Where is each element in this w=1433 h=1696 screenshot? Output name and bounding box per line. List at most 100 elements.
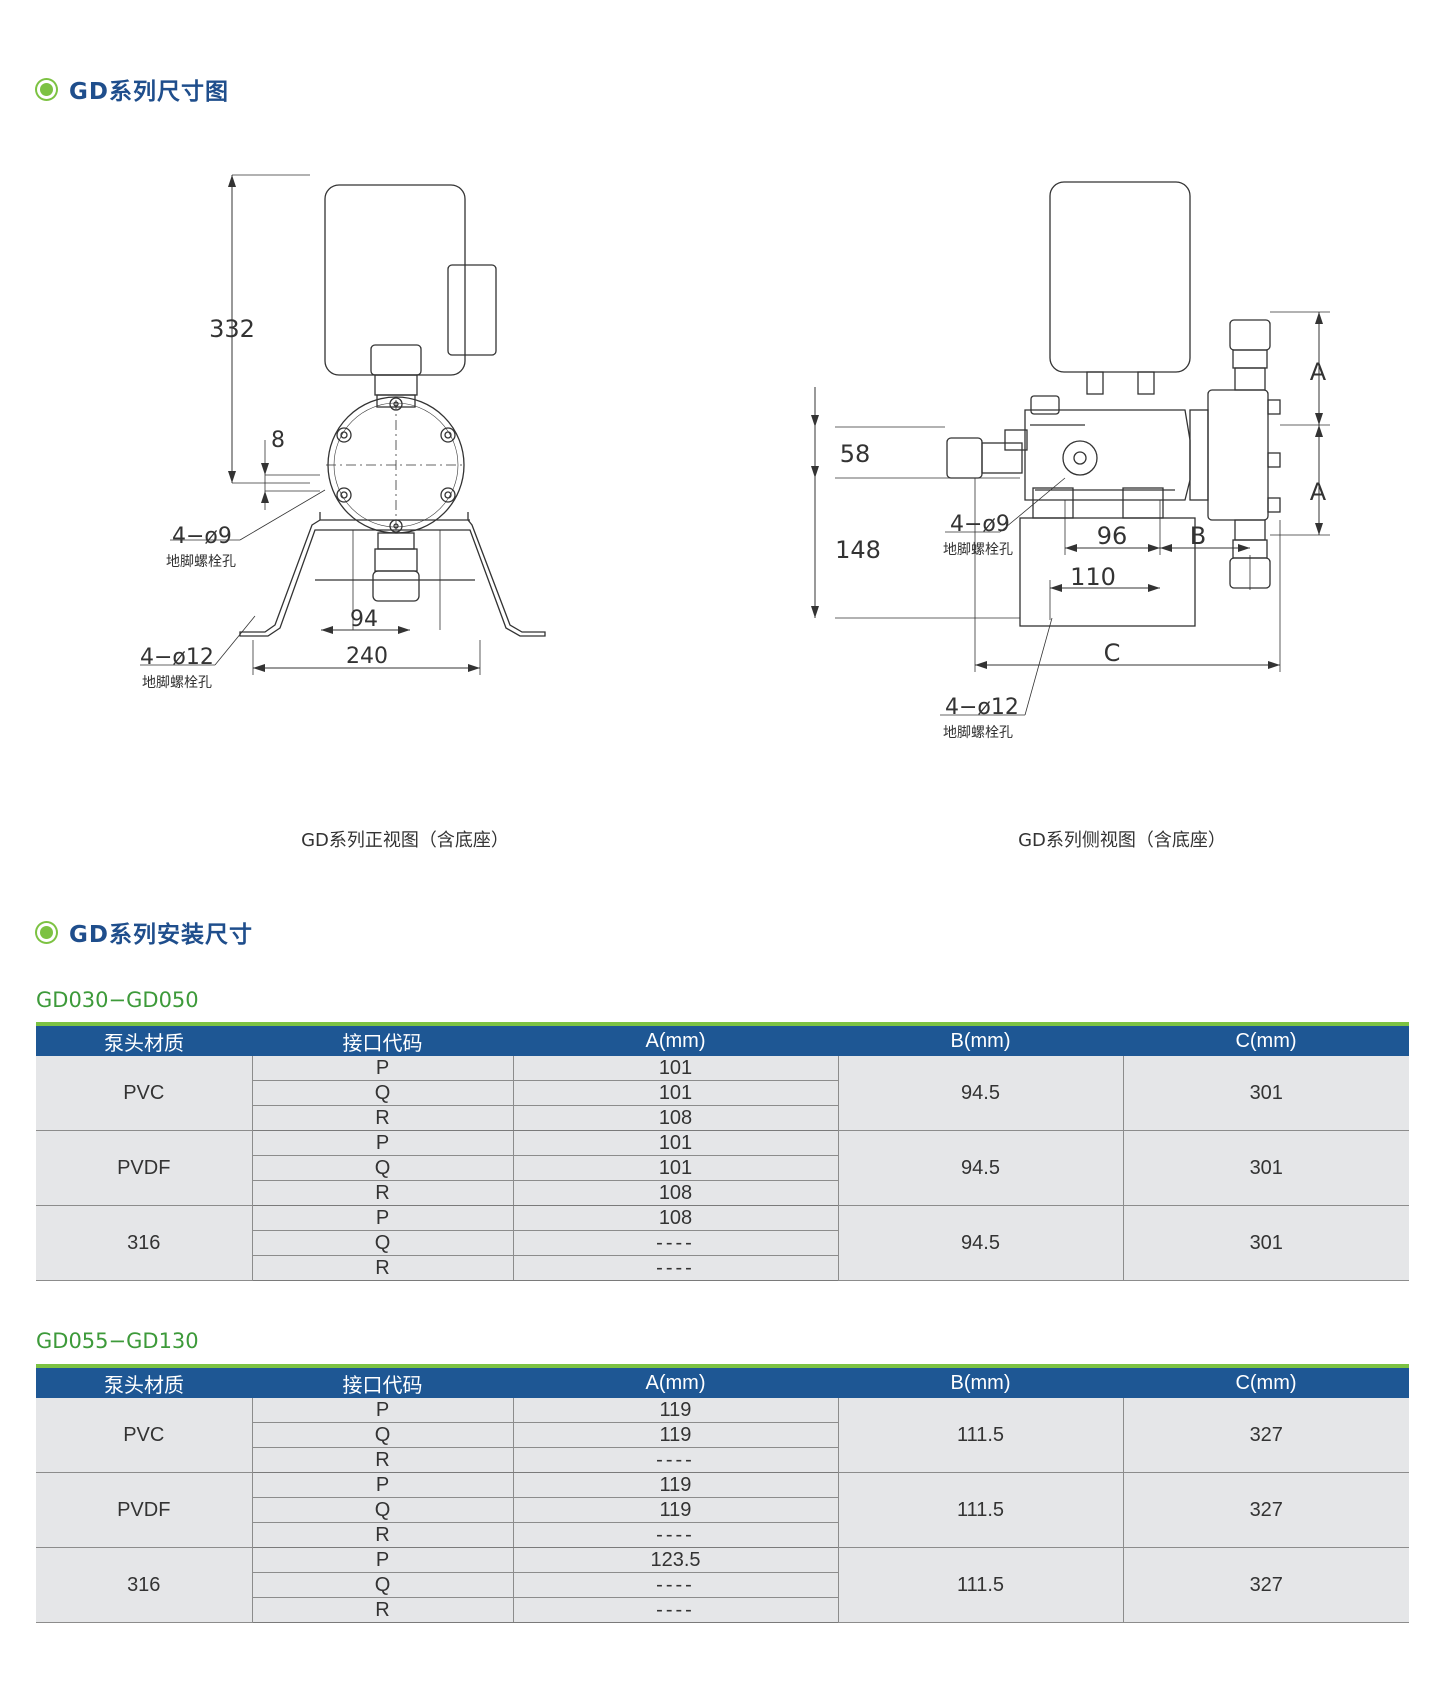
dim-58-label: 58	[840, 440, 871, 468]
code-cell: P	[251, 1547, 513, 1573]
code-cell: P	[251, 1056, 513, 1081]
code-cell: Q	[251, 1422, 513, 1448]
table-row: R ----	[36, 1255, 1409, 1281]
a-cell: ----	[512, 1572, 838, 1598]
code-cell: R	[251, 1447, 513, 1473]
dim-332-label: 332	[209, 315, 255, 343]
code-cell: R	[251, 1105, 513, 1131]
a-cell: 123.5	[512, 1547, 838, 1573]
side-hole-large-desc: 地脚螺栓孔	[943, 725, 1013, 741]
front-view-caption: GD系列正视图（含底座）	[301, 830, 509, 851]
table-row: Q ----	[36, 1230, 1409, 1256]
dim-a1-label: A	[1310, 358, 1327, 386]
material-cell: 316	[36, 1547, 252, 1623]
b-cell: 94.5	[837, 1056, 1123, 1131]
hole-large-desc: 地脚螺栓孔	[142, 675, 212, 691]
a-cell: 101	[512, 1155, 838, 1181]
side-view-svg: 58 148 4−ø9 地脚螺栓孔 96 B 110 C A A 4−ø12 地…	[811, 181, 1330, 741]
code-cell: P	[251, 1472, 513, 1498]
spec-table-1: 泵头材质 接口代码 A(mm) B(mm) C(mm) PVC P 101 94…	[36, 1022, 1409, 1281]
a-cell: 101	[512, 1130, 838, 1156]
dim-c-label: C	[1104, 639, 1121, 667]
section-title-install: GD系列安装尺寸	[36, 915, 253, 949]
a-cell: 119	[512, 1497, 838, 1523]
c-cell: 301	[1122, 1056, 1409, 1131]
c-cell: 301	[1122, 1205, 1409, 1281]
table-row: Q 119	[36, 1497, 1409, 1523]
front-view-svg: 332 8 4−ø9 地脚螺栓孔 94 4−ø12 地脚螺栓孔 240	[140, 174, 546, 691]
header-material: 泵头材质	[36, 1364, 252, 1398]
section-title-text: GD系列尺寸图	[69, 79, 229, 105]
header-code: 接口代码	[252, 1364, 513, 1398]
bullet-icon	[40, 925, 53, 939]
table-row: 316 P 108 94.5 301	[36, 1205, 1409, 1281]
hole-small-desc: 地脚螺栓孔	[166, 554, 236, 570]
table-2-title: GD055−GD130	[36, 1329, 199, 1353]
table-row: PVC P 101 94.5 301	[36, 1056, 1409, 1131]
side-hole-small-label: 4−ø9	[950, 512, 1010, 537]
front-view-drawing: 332 8 4−ø9 地脚螺栓孔 94 4−ø12 地脚螺栓孔 240	[140, 160, 580, 764]
a-cell: ----	[512, 1230, 838, 1256]
code-cell: Q	[251, 1080, 513, 1106]
b-cell: 111.5	[837, 1398, 1123, 1473]
table-row: Q 101	[36, 1080, 1409, 1106]
dim-94-label: 94	[350, 607, 378, 632]
table-1-title: GD030−GD050	[36, 988, 199, 1012]
a-cell: 101	[512, 1056, 838, 1081]
header-b: B(mm)	[838, 1022, 1123, 1056]
side-view-caption: GD系列侧视图（含底座）	[1018, 830, 1226, 851]
side-hole-large-label: 4−ø12	[945, 695, 1019, 720]
header-code: 接口代码	[252, 1022, 513, 1056]
b-cell: 94.5	[837, 1205, 1123, 1281]
table-row: R 108	[36, 1180, 1409, 1206]
header-material: 泵头材质	[36, 1022, 252, 1056]
code-cell: R	[251, 1522, 513, 1548]
a-cell: ----	[512, 1447, 838, 1473]
c-cell: 327	[1122, 1547, 1409, 1623]
table-row: R 108	[36, 1105, 1409, 1131]
table-row: PVDF P 101 94.5 301	[36, 1130, 1409, 1206]
dim-96-label: 96	[1097, 522, 1128, 550]
table-row: 316 P 123.5 111.5 327	[36, 1547, 1409, 1623]
table-row: R ----	[36, 1522, 1409, 1548]
a-cell: 119	[512, 1398, 838, 1423]
header-a: A(mm)	[513, 1022, 838, 1056]
hole-small-label: 4−ø9	[172, 524, 232, 549]
table-header-row: 泵头材质 接口代码 A(mm) B(mm) C(mm)	[36, 1022, 1409, 1056]
dim-110-label: 110	[1070, 563, 1116, 591]
table-row: Q 101	[36, 1155, 1409, 1181]
code-cell: Q	[251, 1155, 513, 1181]
b-cell: 94.5	[837, 1130, 1123, 1206]
header-c: C(mm)	[1123, 1022, 1409, 1056]
a-cell: ----	[512, 1255, 838, 1281]
b-cell: 111.5	[837, 1472, 1123, 1548]
side-hole-small-desc: 地脚螺栓孔	[943, 542, 1013, 558]
table-row: R ----	[36, 1597, 1409, 1623]
table-row: R ----	[36, 1447, 1409, 1473]
side-view-drawing: 58 148 4−ø9 地脚螺栓孔 96 B 110 C A A 4−ø12 地…	[811, 160, 1335, 804]
a-cell: ----	[512, 1597, 838, 1623]
code-cell: R	[251, 1180, 513, 1206]
code-cell: Q	[251, 1230, 513, 1256]
code-cell: R	[251, 1255, 513, 1281]
dim-a2-label: A	[1310, 478, 1327, 506]
table-row: Q 119	[36, 1422, 1409, 1448]
c-cell: 327	[1122, 1472, 1409, 1548]
code-cell: P	[251, 1205, 513, 1231]
material-cell: PVDF	[36, 1472, 252, 1548]
table-header-row: 泵头材质 接口代码 A(mm) B(mm) C(mm)	[36, 1364, 1409, 1398]
spec-table-2: 泵头材质 接口代码 A(mm) B(mm) C(mm) PVC P 119 11…	[36, 1364, 1409, 1623]
dim-8-label: 8	[271, 428, 285, 453]
a-cell: 119	[512, 1472, 838, 1498]
code-cell: P	[251, 1398, 513, 1423]
dim-b-label: B	[1190, 522, 1206, 550]
bullet-icon	[40, 82, 53, 96]
a-cell: 108	[512, 1180, 838, 1206]
table-row: Q ----	[36, 1572, 1409, 1598]
hole-large-label: 4−ø12	[140, 645, 214, 670]
a-cell: 119	[512, 1422, 838, 1448]
a-cell: 108	[512, 1205, 838, 1231]
table-row: PVDF P 119 111.5 327	[36, 1472, 1409, 1548]
material-cell: PVC	[36, 1398, 252, 1473]
code-cell: Q	[251, 1497, 513, 1523]
